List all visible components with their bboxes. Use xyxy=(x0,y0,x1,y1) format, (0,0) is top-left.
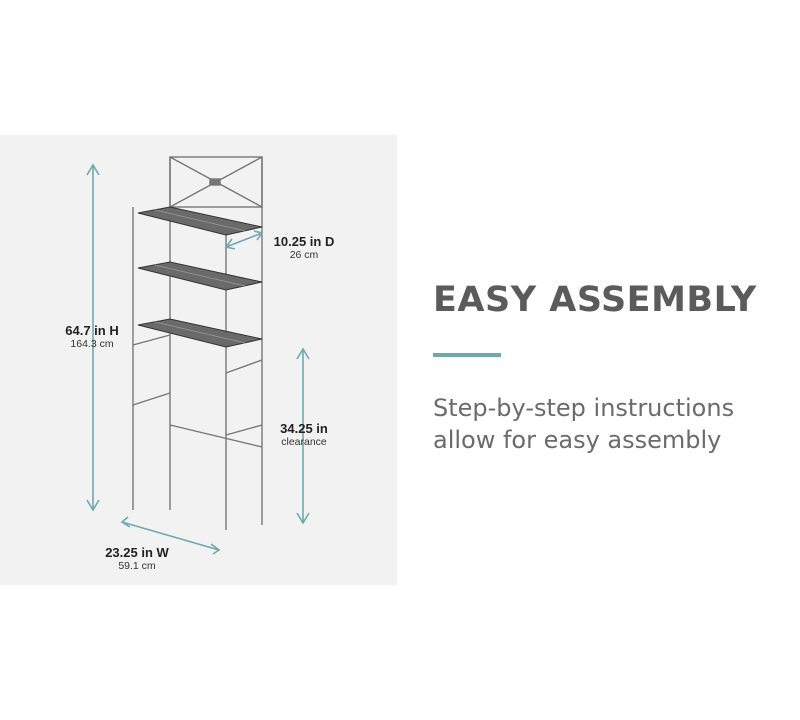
clearance-value: 34.25 in xyxy=(280,421,328,436)
height-metric: 164.3 cm xyxy=(70,338,114,350)
depth-dimension: 10.25 in D 26 cm xyxy=(262,234,346,261)
width-dimension: 23.25 in W 59.1 cm xyxy=(92,545,182,572)
headline: EASY ASSEMBLY xyxy=(433,280,757,320)
shelves xyxy=(137,206,263,348)
depth-metric: 26 cm xyxy=(289,249,319,261)
depth-value: 10.25 in D xyxy=(273,234,335,249)
clearance-dimension: 34.25 in clearance xyxy=(266,421,342,448)
shelf-diagram xyxy=(86,156,310,555)
product-diagram-panel: 64.7 in H 164.3 cm 10.25 in D 26 cm 34.2… xyxy=(0,135,397,585)
height-dimension: 64.7 in H 164.3 cm xyxy=(52,323,132,350)
dimension-arrows xyxy=(86,163,310,555)
width-value: 23.25 in W xyxy=(105,545,169,560)
width-metric: 59.1 cm xyxy=(118,560,156,572)
height-value: 64.7 in H xyxy=(65,323,119,338)
accent-bar xyxy=(433,353,501,357)
description: Step-by-step instructions allow for easy… xyxy=(433,394,735,454)
clearance-label: clearance xyxy=(281,436,327,448)
